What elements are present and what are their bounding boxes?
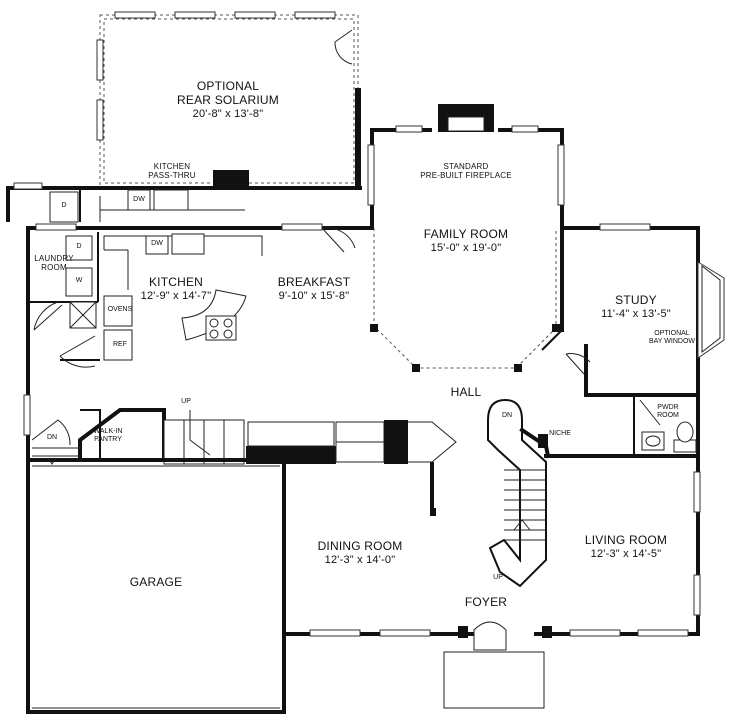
center-wall-band: [162, 420, 457, 516]
powder-room-label: PWDR ROOM: [657, 404, 679, 420]
sink-upper: [153, 189, 189, 211]
solarium-label: OPTIONAL REAR SOLARIUM 20'-8" x 13'-8": [177, 79, 279, 120]
kitchen-pass-thru-label: KITCHEN PASS-THRU: [148, 162, 196, 181]
main-staircase: [487, 398, 551, 588]
dryer-upper-label: D: [61, 202, 67, 209]
dryer-laundry-label: D: [76, 243, 82, 250]
dishwasher-upper-label: DW: [133, 196, 145, 203]
kitchen-layout: [103, 227, 356, 361]
study-label: STUDY 11'-4" x 13'-5": [601, 293, 671, 320]
rear-wall: [6, 170, 362, 223]
ovens-label: OVENS: [107, 306, 133, 313]
exterior-walls: [23, 223, 701, 714]
breakfast-label: BREAKFAST 9'-10" x 15'-8": [277, 275, 351, 302]
refrigerator-label: REF: [113, 341, 127, 348]
laundry-label: LAUNDRY ROOM: [34, 254, 74, 273]
stair-up-garage-label: UP: [181, 398, 191, 405]
front-porch: [443, 651, 545, 709]
fireplace-label: STANDARD PRE-BUILT FIREPLACE: [420, 162, 512, 181]
bay-window: [697, 261, 725, 359]
front-entry: [443, 621, 552, 709]
stair-up-main-label: UP: [493, 574, 503, 581]
hall-label: HALL: [450, 385, 482, 399]
family-room-label: FAMILY ROOM 15'-0" x 19'-0": [423, 227, 509, 254]
kitchen-label: KITCHEN 12'-9" x 14'-7": [140, 275, 212, 302]
hall-walls: [541, 329, 700, 458]
family-room-walls: [367, 104, 565, 372]
living-room-label: LIVING ROOM 12'-3" x 14'-5": [584, 533, 668, 560]
stair-down-main-label: DN: [501, 412, 513, 419]
dishwasher-lower-label: DW: [151, 240, 163, 247]
laundry-layout: [28, 232, 100, 368]
bay-window-label: OPTIONAL BAY WINDOW: [648, 330, 696, 346]
garage-label: GARAGE: [129, 575, 183, 589]
pantry-label: WALK-IN PANTRY: [93, 428, 123, 444]
stair-down-garage-label: DN: [46, 434, 58, 441]
dining-room-label: DINING ROOM 12'-3" x 14'-0": [317, 539, 403, 566]
dryer-upper-box: [49, 191, 79, 223]
niche-label: NICHE: [549, 430, 571, 437]
pantry-stairs: [26, 408, 245, 465]
washer-label: W: [75, 277, 83, 284]
sink-lower: [171, 233, 205, 255]
foyer-label: FOYER: [464, 595, 508, 609]
